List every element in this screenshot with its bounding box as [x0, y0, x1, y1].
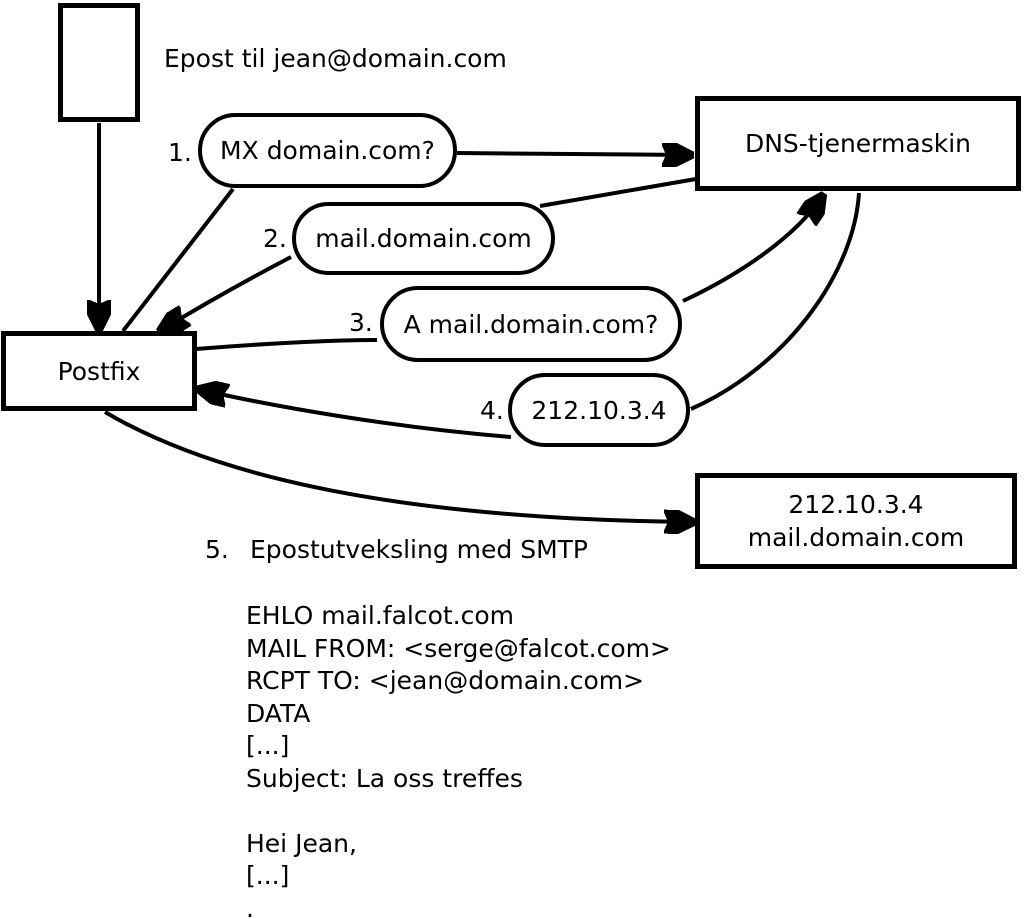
- postfix-node: Postfix: [1, 331, 197, 411]
- dns-server-node-label: DNS-tjenermaskin: [744, 129, 971, 158]
- mail-server-ip: 212.10.3.4: [788, 490, 924, 519]
- step-number-3: 3.: [349, 308, 373, 337]
- arrow-answer4-to-postfix: [202, 390, 512, 439]
- answer-bubble-ip: 212.10.3.4: [508, 373, 690, 447]
- smtp-session-text: EHLO mail.falcot.com MAIL FROM: <serge@f…: [246, 601, 671, 919]
- query-bubble-mx-label: MX domain.com?: [220, 136, 435, 165]
- line-dns-to-answer2: [539, 177, 697, 208]
- step-number-1: 1.: [168, 138, 192, 167]
- diagram-title: Epost til jean@domain.com: [164, 44, 507, 73]
- step-number-2: 2.: [263, 224, 287, 253]
- arrow-query1-to-dns: [456, 153, 688, 155]
- answer-bubble-mailhost-label: mail.domain.com: [315, 224, 532, 253]
- query-bubble-a-record-label: A mail.domain.com?: [403, 309, 659, 339]
- arrow-answer2-to-postfix: [163, 255, 292, 329]
- line-dns-to-answer4: [690, 192, 861, 411]
- arrow-smtp-to-mailserver: [103, 410, 690, 522]
- arrow-query3-to-dns: [682, 198, 821, 303]
- query-bubble-mx: MX domain.com?: [198, 113, 457, 188]
- postfix-node-label: Postfix: [57, 356, 141, 386]
- step-5-caption: Epostutveksling med SMTP: [250, 535, 589, 564]
- step-number-4: 4.: [480, 396, 504, 425]
- query-bubble-a-record: A mail.domain.com?: [380, 286, 682, 362]
- line-postfix-to-query1: [121, 187, 235, 333]
- answer-bubble-ip-label: 212.10.3.4: [531, 395, 667, 425]
- line-postfix-to-query3: [195, 338, 378, 351]
- dns-server-node: DNS-tjenermaskin: [695, 96, 1021, 191]
- mail-server-hostname: mail.domain.com: [747, 523, 965, 552]
- answer-bubble-mailhost: mail.domain.com: [292, 202, 555, 275]
- step-number-5: 5.: [205, 535, 229, 564]
- mail-server-node: 212.10.3.4 mail.domain.com: [695, 473, 1017, 569]
- email-envelope-shape: [58, 3, 140, 122]
